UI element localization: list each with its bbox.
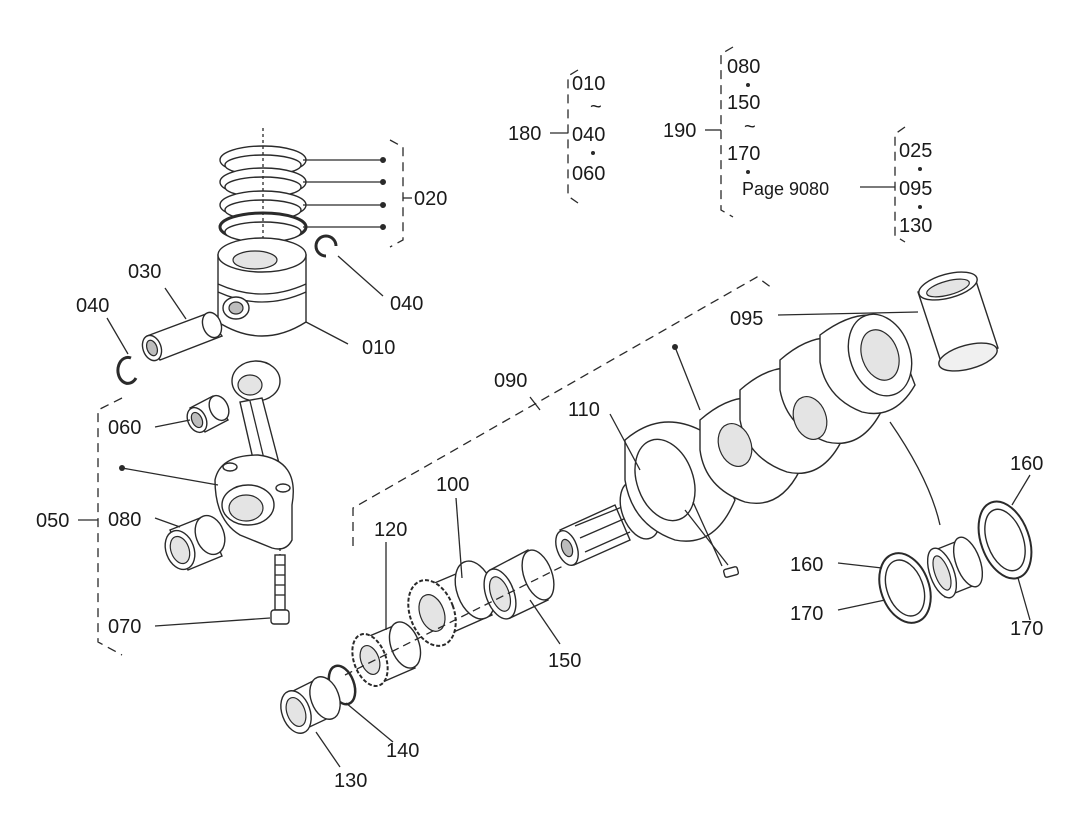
label-180: 180: [508, 123, 541, 145]
label-170-right: 170: [1010, 618, 1043, 640]
label-030: 030: [128, 261, 161, 283]
group-180-item: 010: [572, 73, 605, 95]
group-page-list: 025 095 130: [899, 140, 932, 237]
label-120: 120: [374, 519, 407, 541]
group-180-item: 040: [572, 124, 605, 146]
front-bushing: [280, 676, 341, 734]
group-180-tilde: ~: [590, 96, 602, 118]
group-190-list: 080 150 ~ 170 Page 9080: [727, 56, 829, 199]
label-100: 100: [436, 474, 469, 496]
group-190-item: 150: [727, 92, 760, 114]
main-bearing-rear: [926, 536, 984, 599]
label-020: 020: [414, 188, 447, 210]
piston-rings: [218, 128, 308, 250]
label-170-left: 170: [790, 603, 823, 625]
group-page-item: 130: [899, 215, 932, 237]
label-110: 110: [568, 399, 600, 421]
label-010: 010: [362, 337, 395, 359]
label-040-left: 040: [76, 295, 109, 317]
connecting-rod: [214, 360, 294, 550]
label-190: 190: [663, 120, 696, 142]
label-130: 130: [334, 770, 367, 792]
snap-ring-left: [116, 355, 138, 385]
page-reference: Page 9080: [742, 179, 829, 199]
group-page-item: 025: [899, 140, 932, 162]
label-050: 050: [36, 510, 69, 532]
crankshaft: [555, 313, 916, 578]
small-end-bushing: [186, 394, 230, 434]
crank-gear-small: [351, 621, 422, 687]
group-180-item: 060: [572, 163, 605, 185]
label-160-left: 160: [790, 554, 823, 576]
ring-leaders: [303, 139, 412, 248]
piston: [217, 237, 349, 345]
thrust-washer-left: [878, 552, 932, 624]
label-040-right: 040: [390, 293, 423, 315]
group-180-list: 010 ~ 040 060: [572, 73, 605, 185]
label-150: 150: [548, 650, 581, 672]
rear-bushing: [917, 271, 999, 372]
group-190-item: 170: [727, 143, 760, 165]
main-bearing-front: [483, 549, 555, 620]
label-060: 060: [108, 417, 141, 439]
big-end-bearing: [164, 514, 226, 571]
group-190-tilde: ~: [744, 116, 756, 138]
label-080: 080: [108, 509, 141, 531]
thrust-washer-right: [977, 500, 1033, 580]
group-page-item: 095: [899, 178, 932, 200]
label-160-right: 160: [1010, 453, 1043, 475]
connecting-rod-bolt: [270, 548, 290, 625]
label-140: 140: [386, 740, 419, 762]
label-090: 090: [494, 370, 527, 392]
group-190-item: 080: [727, 56, 760, 78]
piston-pin: [141, 311, 224, 362]
label-095: 095: [730, 308, 763, 330]
label-070: 070: [108, 616, 141, 638]
part-labels: 010 020 030 040 040 050 060 070 080 090 …: [36, 120, 1043, 792]
snap-ring-right: [314, 234, 338, 258]
